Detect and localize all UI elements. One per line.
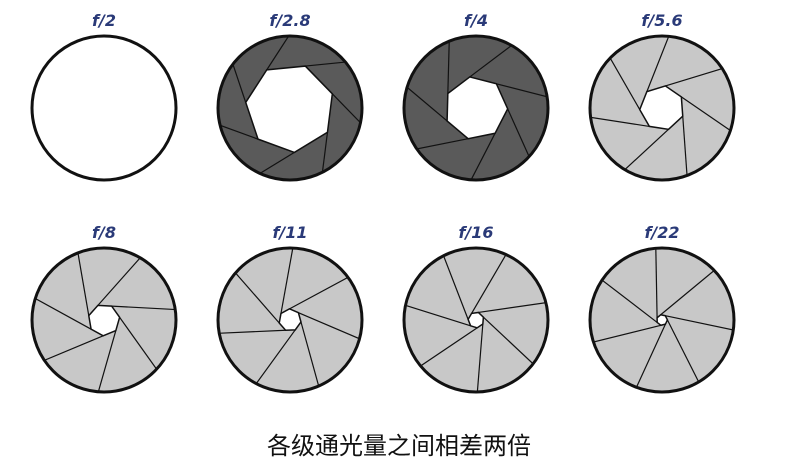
aperture-label: f/16 xyxy=(458,223,493,242)
blade-edge xyxy=(218,151,295,180)
blade-edge xyxy=(404,138,469,171)
blade-edge xyxy=(410,248,469,320)
blade-edge xyxy=(665,39,734,87)
blade-edge xyxy=(471,248,548,314)
blade-edge xyxy=(507,108,548,180)
aperture-4: f/5.6 xyxy=(588,11,736,182)
blade-edge xyxy=(665,315,734,349)
aperture-rim xyxy=(30,34,178,182)
blade-edge xyxy=(218,329,296,392)
blade-edge xyxy=(218,36,247,103)
blade-edge xyxy=(111,305,176,316)
blade-edge xyxy=(305,49,362,67)
aperture-label: f/8 xyxy=(92,223,116,242)
aperture-label: f/2.8 xyxy=(269,11,310,30)
aperture-3: f/4 xyxy=(402,11,550,182)
blade-edge xyxy=(646,36,706,92)
blade-edge xyxy=(266,36,354,71)
aperture-1: f/2 xyxy=(30,11,178,182)
aperture-7: f/16 xyxy=(402,223,550,394)
aperture-rim xyxy=(216,246,364,394)
blade-edge xyxy=(681,96,734,180)
blade-edge xyxy=(598,323,666,392)
aperture-rim xyxy=(30,246,178,394)
aperture-label: f/2 xyxy=(92,11,116,30)
blade-edge xyxy=(71,330,117,392)
blade-edge xyxy=(298,312,362,376)
aperture-5: f/8 xyxy=(30,223,178,394)
diagram-caption: 各级通光量之间相差两倍 xyxy=(267,432,531,460)
blade-edge xyxy=(590,101,650,127)
blade-edge xyxy=(32,252,92,330)
aperture-rim xyxy=(588,246,736,394)
aperture-label: f/4 xyxy=(464,11,488,30)
blade-edge xyxy=(404,36,448,122)
blade-edge xyxy=(478,289,548,314)
aperture-label: f/11 xyxy=(272,223,307,242)
blade-edge xyxy=(653,248,658,318)
blade-edge xyxy=(447,36,453,94)
aperture-rim xyxy=(588,34,736,182)
blade-edge xyxy=(422,133,496,180)
aperture-8: f/22 xyxy=(588,223,736,394)
blade-edge xyxy=(61,248,90,316)
blade-edge xyxy=(97,248,176,306)
aperture-label: f/5.6 xyxy=(641,11,682,30)
blade-edge xyxy=(218,84,259,140)
aperture-rim xyxy=(402,34,550,182)
blade-edge xyxy=(32,335,104,392)
blade-edge xyxy=(300,321,344,392)
blade-edge xyxy=(218,329,286,339)
aperture-rim xyxy=(402,246,550,394)
aperture-label: f/22 xyxy=(644,223,679,242)
blade-edge xyxy=(280,248,310,314)
blade-edge xyxy=(307,132,329,180)
blade-edge xyxy=(404,277,471,327)
blade-edge xyxy=(469,36,548,78)
blade-edge xyxy=(682,116,695,180)
aperture-rim xyxy=(216,34,364,182)
aperture-2: f/2.8 xyxy=(216,11,364,182)
blade-edge xyxy=(496,83,548,124)
blade-edge xyxy=(331,93,362,180)
blade-edge xyxy=(590,128,669,180)
blade-edge xyxy=(469,323,484,392)
blade-edge xyxy=(590,324,662,364)
